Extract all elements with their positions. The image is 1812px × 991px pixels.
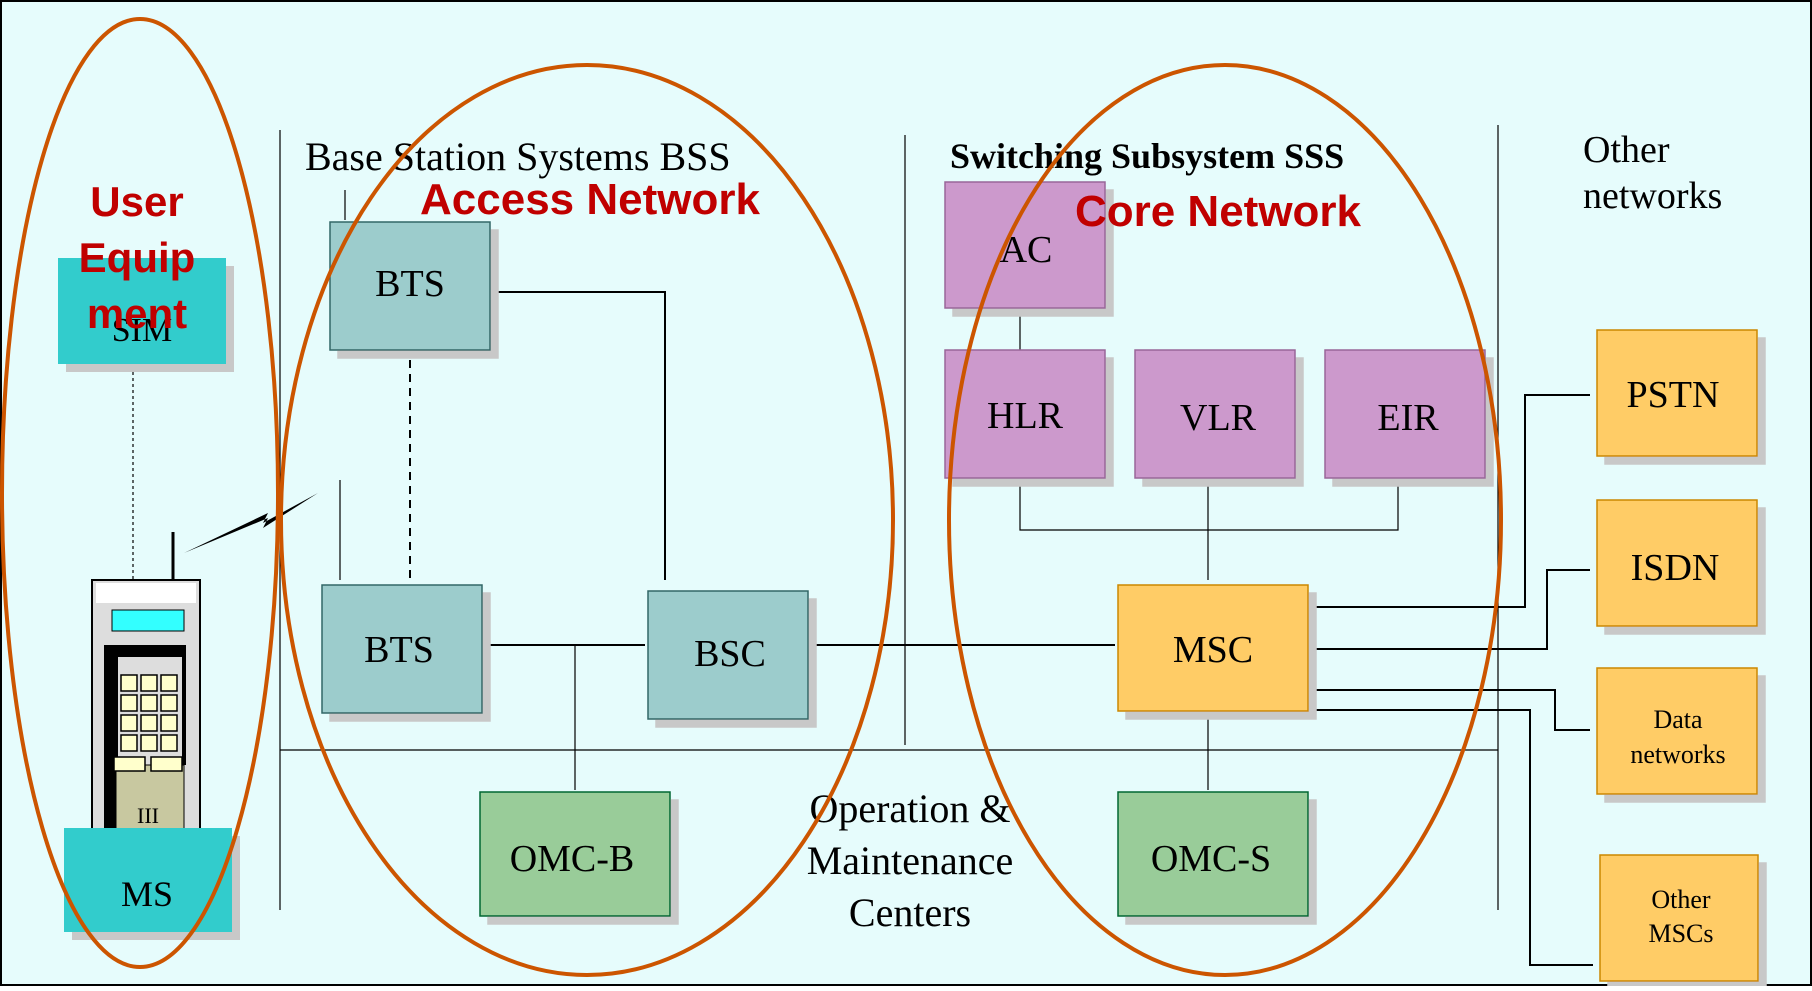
sim-label: SIM (112, 312, 172, 349)
other-networks-title: networks (1583, 175, 1722, 217)
hlr-box (944, 349, 1106, 479)
other-mscs-box (1599, 854, 1759, 982)
bts-bottom-box (321, 584, 483, 714)
pstn-label: PSTN (1627, 374, 1720, 416)
bts-top-label: BTS (375, 263, 445, 305)
connections (132, 190, 1593, 966)
data-networks-label: Data (1653, 705, 1703, 734)
radio-link-icon (184, 493, 318, 553)
omc-s-label: OMC-S (1151, 838, 1271, 880)
eir-label: EIR (1377, 397, 1439, 439)
vlr-box (1134, 349, 1296, 479)
ms-label: MS (121, 874, 173, 914)
msc-box (1117, 584, 1309, 712)
other-networks-title: Other (1583, 129, 1670, 171)
omc-b-label: OMC-B (510, 838, 635, 880)
omc-s-box (1117, 791, 1309, 917)
isdn-label: ISDN (1631, 547, 1720, 589)
mobile-phone-icon: III (91, 532, 201, 846)
other-mscs-label: Other (1651, 885, 1711, 914)
core-network-ellipse (947, 63, 1503, 977)
bsc-label: BSC (694, 633, 766, 675)
sss-section-title: Switching Subsystem SSS (950, 136, 1344, 176)
msc-label: MSC (1173, 629, 1253, 671)
access-network-ellipse (279, 63, 895, 977)
eir-box (1324, 349, 1486, 479)
vlr-label: VLR (1180, 397, 1257, 439)
user-equipment-label: Equip (79, 234, 196, 281)
omc-section-title: Centers (849, 890, 971, 935)
omc-section-title: Maintenance (807, 838, 1014, 883)
data-networks-box (1596, 667, 1758, 795)
grouping-ellipses (0, 17, 1503, 977)
omc-section-title: Operation & (809, 786, 1010, 831)
phone-label: III (137, 803, 159, 828)
bts-bottom-label: BTS (364, 629, 434, 671)
hlr-label: HLR (987, 395, 1064, 437)
bts-top-box (329, 221, 491, 351)
data-networks-label: networks (1630, 740, 1725, 769)
pstn-box (1596, 329, 1758, 457)
access-network-label: Access Network (420, 175, 760, 224)
sim-box (58, 258, 226, 364)
user-equipment-label: User (90, 178, 183, 225)
other-mscs-label: MSCs (1648, 919, 1713, 948)
isdn-box (1596, 499, 1758, 627)
bsc-box (647, 590, 809, 720)
bss-section-title: Base Station Systems BSS (305, 134, 731, 179)
user-equipment-ellipse (0, 17, 280, 969)
omc-b-box (479, 791, 671, 917)
core-network-label: Core Network (1075, 187, 1362, 236)
user-equipment-label: ment (87, 290, 187, 337)
